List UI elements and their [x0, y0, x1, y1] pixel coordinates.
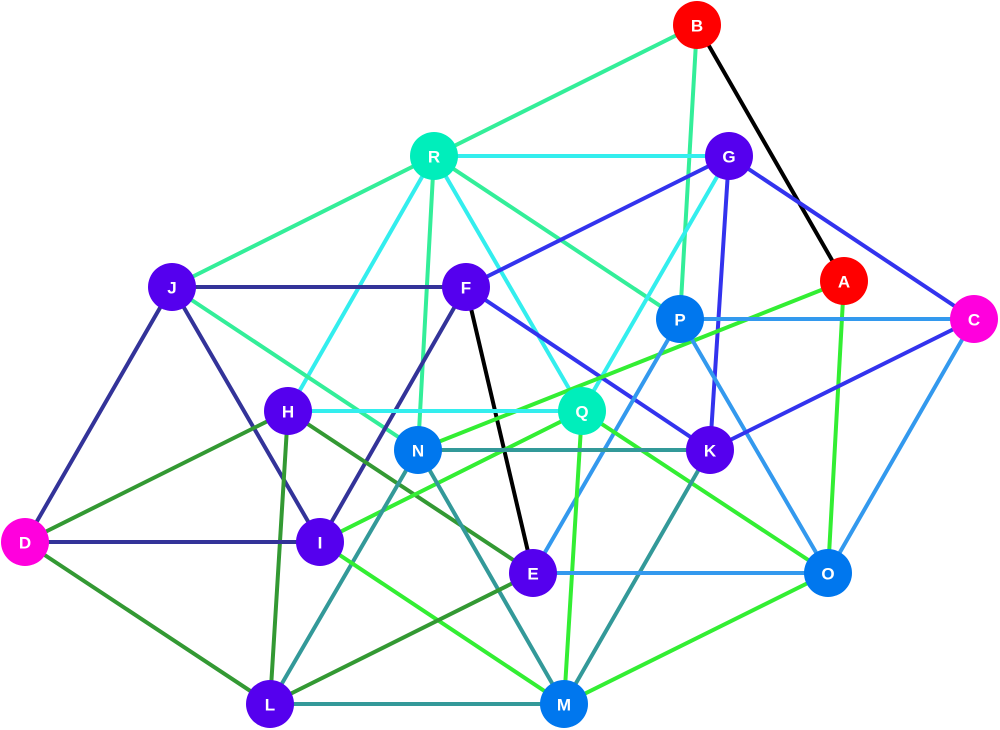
edge-n-l: [268, 448, 420, 706]
edge-j-d: [23, 285, 174, 544]
node-circle: [673, 1, 721, 49]
edge-g-c: [727, 154, 976, 321]
edge-g-k: [708, 154, 731, 452]
node-label: Q: [575, 403, 588, 422]
node-circle: [820, 257, 868, 305]
edge-c-o: [826, 317, 976, 575]
node-label: F: [461, 279, 471, 298]
node-circle: [264, 387, 312, 435]
edge-d-l: [23, 540, 272, 706]
node-c: C: [950, 295, 998, 343]
node-f: F: [442, 263, 490, 311]
edge-b-p: [678, 23, 699, 321]
node-n: N: [394, 426, 442, 474]
edge-r-q: [432, 154, 584, 413]
node-circle: [540, 680, 588, 728]
node-circle: [148, 263, 196, 311]
node-h: H: [264, 387, 312, 435]
node-label: K: [704, 442, 717, 461]
edge-a-o: [826, 279, 846, 575]
node-label: N: [412, 442, 424, 461]
edge-k-m: [562, 448, 712, 706]
node-label: J: [167, 279, 176, 298]
edge-e-l: [268, 571, 535, 706]
node-g: G: [705, 132, 753, 180]
node-circle: [442, 263, 490, 311]
node-e: E: [509, 549, 557, 597]
node-circle: [656, 295, 704, 343]
node-b: B: [673, 1, 721, 49]
edge-b-r: [432, 23, 699, 158]
edge-r-n: [416, 154, 436, 452]
node-j: J: [148, 263, 196, 311]
edge-q-i: [318, 409, 584, 544]
node-label: P: [674, 311, 685, 330]
edges-layer: [23, 23, 976, 706]
node-q: Q: [558, 387, 606, 435]
node-label: O: [821, 565, 834, 584]
node-circle: [509, 549, 557, 597]
edge-f-e: [464, 285, 535, 575]
edge-j-n: [170, 285, 420, 452]
node-m: M: [540, 680, 588, 728]
node-circle: [1, 518, 49, 566]
edge-n-m: [416, 448, 566, 706]
edge-p-e: [531, 317, 682, 575]
node-label: R: [428, 148, 440, 167]
node-label: E: [527, 565, 538, 584]
node-r: R: [410, 132, 458, 180]
node-label: G: [722, 148, 735, 167]
node-circle: [804, 549, 852, 597]
node-i: I: [296, 518, 344, 566]
node-label: C: [968, 311, 980, 330]
edge-j-i: [170, 285, 322, 544]
edge-h-d: [23, 409, 290, 544]
edge-m-o: [562, 571, 830, 706]
node-label: D: [19, 534, 31, 553]
edge-r-h: [286, 154, 436, 413]
edge-b-a: [695, 23, 846, 283]
edge-h-l: [268, 409, 290, 706]
edge-i-m: [318, 540, 566, 706]
node-label: I: [318, 534, 323, 553]
node-k: K: [686, 426, 734, 474]
edge-a-n: [416, 279, 846, 452]
node-circle: [950, 295, 998, 343]
edge-h-e: [286, 409, 535, 575]
edge-f-i: [318, 285, 468, 544]
node-p: P: [656, 295, 704, 343]
node-a: A: [820, 257, 868, 305]
edge-g-f: [464, 154, 731, 289]
node-label: M: [557, 696, 571, 715]
node-d: D: [1, 518, 49, 566]
node-label: L: [265, 696, 275, 715]
node-label: H: [282, 403, 294, 422]
node-label: A: [838, 273, 850, 292]
edge-g-q: [580, 154, 731, 413]
edge-f-k: [464, 285, 712, 452]
node-circle: [296, 518, 344, 566]
node-o: O: [804, 549, 852, 597]
edge-p-o: [678, 317, 830, 575]
node-circle: [246, 680, 294, 728]
edge-q-m: [562, 409, 584, 706]
node-circle: [705, 132, 753, 180]
edge-r-j: [170, 154, 436, 289]
edge-r-p: [432, 154, 682, 321]
node-circle: [394, 426, 442, 474]
edge-q-o: [580, 409, 830, 575]
node-circle: [558, 387, 606, 435]
edge-c-k: [708, 317, 976, 452]
node-l: L: [246, 680, 294, 728]
node-circle: [410, 132, 458, 180]
node-label: B: [691, 17, 703, 36]
node-circle: [686, 426, 734, 474]
